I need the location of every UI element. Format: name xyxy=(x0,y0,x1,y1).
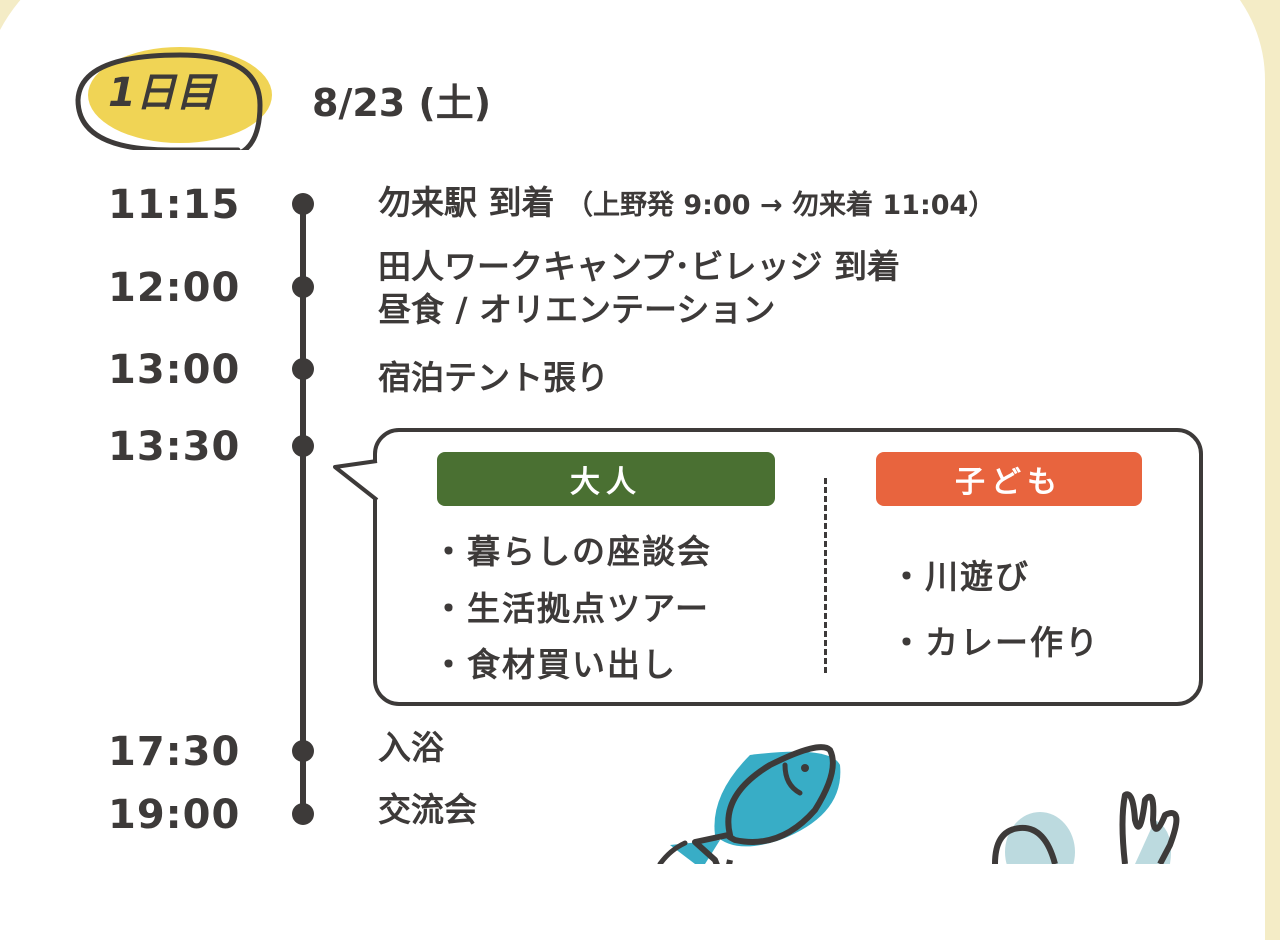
spoon-fork-icon xyxy=(992,791,1180,864)
timeline-dot xyxy=(292,435,314,457)
timeline-line xyxy=(300,450,306,755)
time: 17:30 xyxy=(108,729,241,775)
adult-activity: ・食材買い出し xyxy=(432,645,677,684)
kids-activity: ・川遊び xyxy=(890,557,1030,596)
timeline-dot xyxy=(292,803,314,825)
timeline-dot xyxy=(292,358,314,380)
timeline-dot xyxy=(292,276,314,298)
day-badge-shape xyxy=(75,47,272,150)
time: 13:00 xyxy=(108,347,241,393)
event-note: （上野発 9:00 → 勿来着 11:04） xyxy=(566,190,996,221)
time: 12:00 xyxy=(108,265,241,311)
time: 13:30 xyxy=(108,424,241,470)
timeline-line xyxy=(300,372,306,452)
event: 勿来駅 到着 （上野発 9:00 → 勿来着 11:04） xyxy=(378,183,996,222)
fish-icon xyxy=(657,744,841,864)
event: 交流会 xyxy=(378,790,477,829)
event: 田人ワークキャンプ･ビレッジ 到着 xyxy=(378,247,900,286)
time: 11:15 xyxy=(108,182,241,228)
timeline-dot xyxy=(292,740,314,762)
day-badge: 1日目 xyxy=(108,70,216,116)
timeline-dot xyxy=(292,193,314,215)
timeline-line xyxy=(300,205,306,295)
bubble-tail xyxy=(333,459,379,502)
divider xyxy=(824,478,827,673)
time: 19:00 xyxy=(108,792,241,838)
event: 昼食 / オリエンテーション xyxy=(378,290,776,329)
adult-activity: ・暮らしの座談会 xyxy=(432,532,712,571)
kids-activity: ・カレー作り xyxy=(890,623,1100,662)
kids-label: 子ども xyxy=(876,452,1142,506)
timeline-line xyxy=(300,290,306,380)
event: 入浴 xyxy=(378,728,444,767)
timeline-line xyxy=(300,755,306,815)
adult-activity: ・生活拠点ツアー xyxy=(432,589,711,628)
adults-label: 大人 xyxy=(437,452,775,506)
event: 宿泊テント張り xyxy=(378,358,609,397)
date: 8/23 (土) xyxy=(312,81,492,125)
